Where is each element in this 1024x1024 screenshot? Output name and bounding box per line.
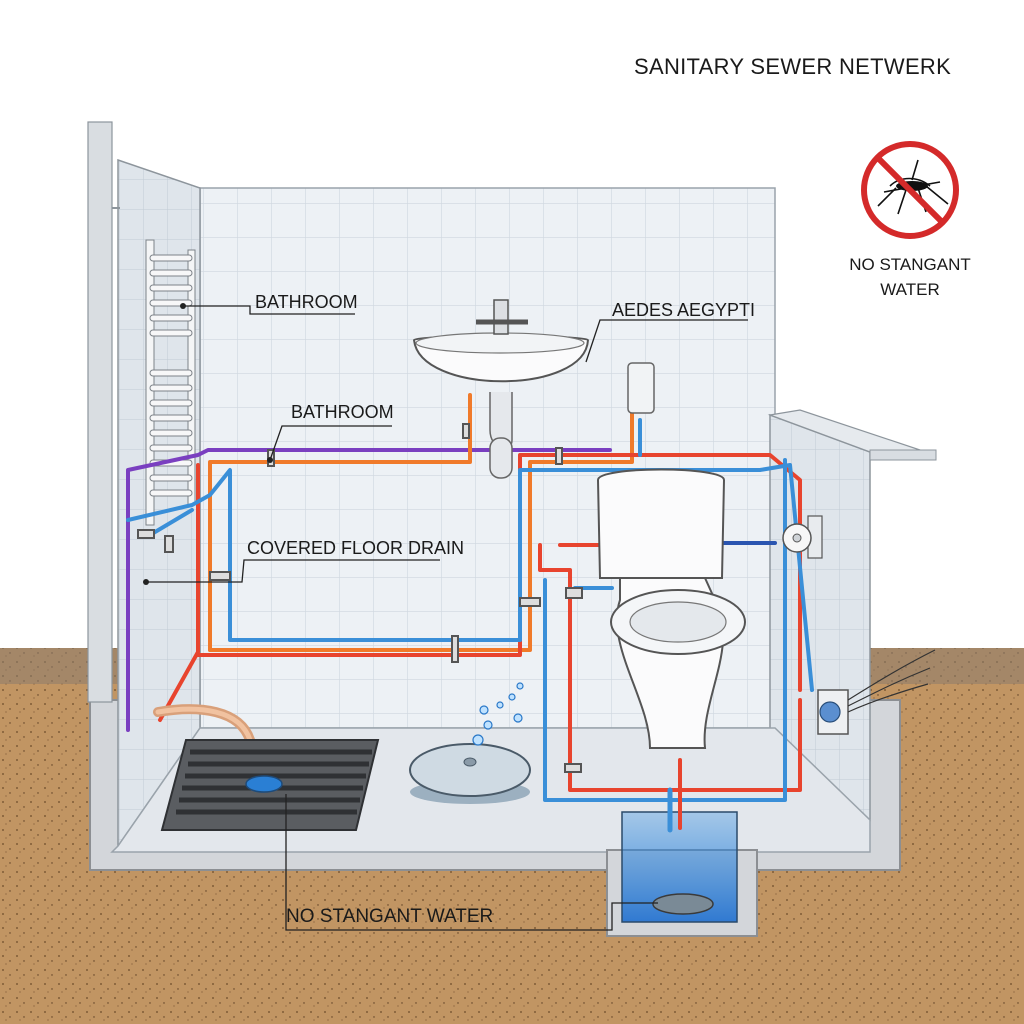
- pipe-network: [126, 393, 814, 833]
- wash-basin: [412, 299, 590, 479]
- covered-floor-drain: [160, 739, 380, 831]
- label-no-stagnant-water-bottom: NO STANGANT WATER: [286, 906, 494, 927]
- warning-line-2: WATER: [880, 280, 940, 299]
- hot-pipe-bottom: [538, 543, 802, 792]
- wall-outlet-box: [817, 649, 936, 735]
- leader-lines: [146, 305, 748, 931]
- cold-pipe-loop: [543, 458, 787, 802]
- warning-caption: NO STANGANT WATER: [822, 252, 998, 302]
- toilet-tank: [596, 468, 726, 579]
- no-mosquito-icon: [861, 141, 959, 239]
- label-covered-floor-drain: COVERED FLOOR DRAIN: [247, 538, 465, 558]
- toilet-paper-holder: [782, 515, 823, 559]
- warning-line-1: NO STANGANT: [849, 255, 971, 274]
- label-bathroom-lower: BATHROOM: [291, 402, 394, 422]
- left-wall-edge: [87, 121, 113, 703]
- drain-pipe-purple: [126, 448, 612, 732]
- water-container: [409, 682, 531, 804]
- sump-basin: [652, 893, 714, 915]
- orange-pipe-lower: [208, 408, 634, 652]
- hot-pipe-left: [158, 463, 200, 722]
- hot-pipe-right: [196, 453, 802, 692]
- diagram-title: SANITARY SEWER NETWERK: [634, 54, 952, 79]
- cold-pipe-main: [126, 463, 814, 692]
- label-aedes-aegypti: AEDES AEGYPTI: [612, 300, 756, 320]
- toilet: [596, 362, 746, 749]
- label-bathroom-upper: BATHROOM: [255, 292, 358, 312]
